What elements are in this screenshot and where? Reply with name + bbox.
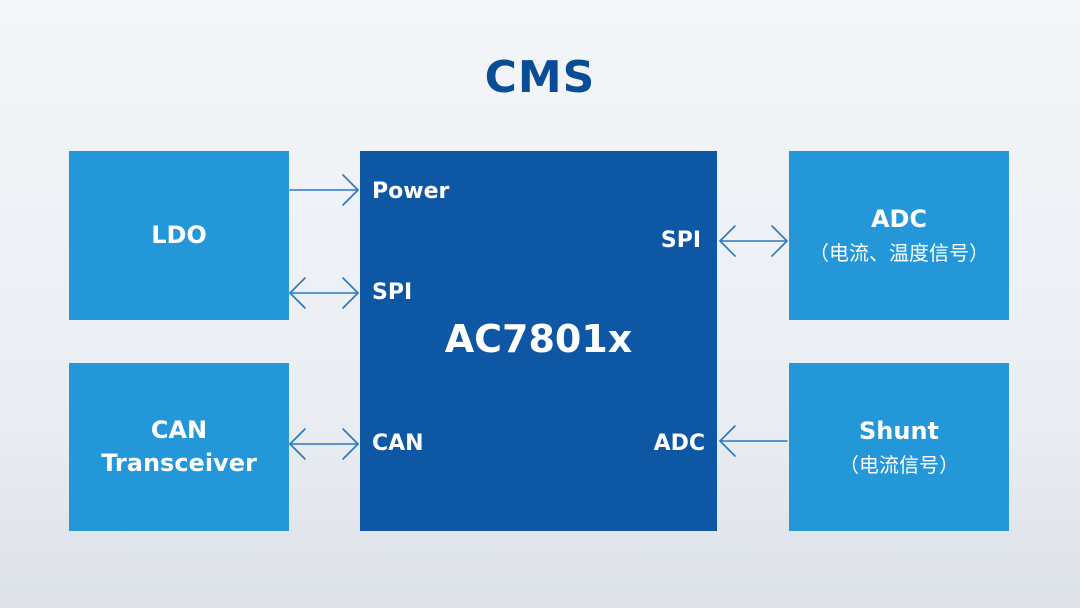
pin-can-label: CAN [372, 431, 424, 456]
can-transceiver-line1: CAN [150, 416, 208, 444]
adc-label: ADC [870, 205, 928, 233]
shunt-label: Shunt [858, 416, 939, 445]
arrow-can-bidirectional [289, 428, 359, 460]
pin-adc-label: ADC [653, 431, 705, 456]
can-transceiver-block: CAN Transceiver [69, 363, 289, 531]
shunt-sublabel: （电流信号） [839, 452, 959, 477]
chip-name: AC7801x [444, 317, 633, 361]
ldo-label: LDO [151, 221, 207, 249]
arrow-ldo-spi-bidirectional [289, 277, 359, 309]
arrow-spi-adc-bidirectional [719, 225, 788, 257]
pin-spi-right-label: SPI [660, 228, 701, 253]
pin-spi-left-label: SPI [372, 280, 413, 305]
arrow-shunt-to-adc [719, 425, 788, 457]
ldo-block: LDO [69, 151, 289, 320]
adc-block: ADC （电流、温度信号） [789, 151, 1009, 320]
pin-power-label: Power [372, 179, 450, 204]
can-transceiver-line2: Transceiver [101, 449, 257, 477]
shunt-block: Shunt （电流信号） [789, 363, 1009, 531]
diagram-title: CMS [484, 52, 596, 103]
arrow-ldo-to-power [289, 174, 359, 206]
mcu-chip-block: Power SPI CAN SPI ADC AC7801x [360, 151, 717, 531]
adc-sublabel: （电流、温度信号） [809, 241, 989, 265]
